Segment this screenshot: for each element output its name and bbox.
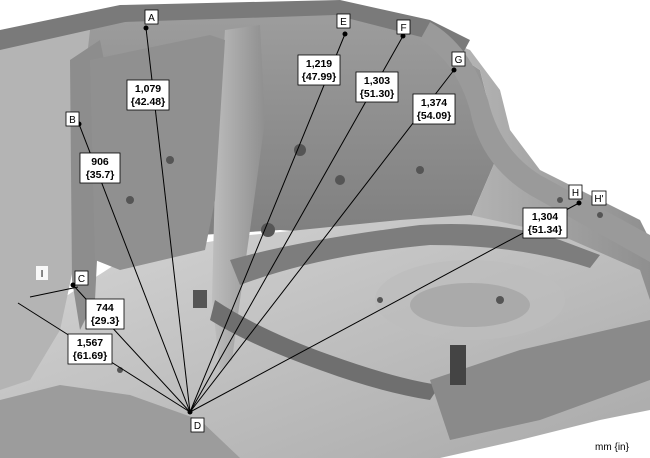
svg-text:D: D: [194, 421, 201, 432]
point-A-dot: [143, 25, 149, 31]
dimension-G-D: 1,374 {54.09}: [412, 93, 456, 125]
point-label-D: D: [190, 417, 205, 433]
svg-text:1,374: 1,374: [421, 97, 447, 109]
point-labels: A B C D E F G H: [36, 9, 607, 433]
rear-floor-rail: [210, 300, 440, 400]
svg-text:{35.7}: {35.7}: [86, 169, 115, 181]
svg-text:{54.09}: {54.09}: [417, 110, 451, 122]
svg-text:I: I: [41, 269, 44, 280]
dimension-E-D: 1,219 {47.99}: [297, 54, 341, 86]
point-label-A: A: [144, 9, 159, 25]
svg-text:{47.99}: {47.99}: [302, 71, 336, 83]
point-D-dot: [187, 409, 193, 415]
right-side-rail: [420, 22, 650, 262]
point-G-dot: [451, 67, 457, 73]
svg-text:B: B: [69, 115, 76, 126]
svg-text:E: E: [340, 17, 347, 28]
svg-text:1,079: 1,079: [135, 83, 161, 95]
units-note: mm {in}: [595, 442, 630, 453]
point-label-H-prime: H': [591, 190, 607, 206]
center-pillar: [212, 25, 265, 370]
svg-text:1,303: 1,303: [364, 75, 390, 87]
point-C-dot: [70, 282, 76, 288]
point-label-C: C: [74, 270, 89, 286]
front-floor-edge: [0, 385, 240, 458]
point-label-H: H: [568, 184, 583, 200]
line-G-D: [189, 69, 455, 413]
svg-text:1,304: 1,304: [532, 211, 558, 223]
svg-text:H: H: [572, 188, 579, 199]
point-label-B: B: [65, 111, 80, 127]
dimension-H-D: 1,304 {51.34}: [522, 207, 568, 239]
svg-text:1,567: 1,567: [77, 337, 103, 349]
svg-text:{61.69}: {61.69}: [73, 350, 107, 362]
point-label-G: G: [451, 51, 466, 67]
svg-text:A: A: [148, 13, 155, 24]
partition-panel: [90, 35, 225, 270]
dimension-labels: 1,079 {42.48} 906 {35.7} 744 {29.3} 1,56…: [67, 54, 568, 365]
dimension-A-D: 1,079 {42.48}: [126, 79, 170, 111]
point-label-I: I: [36, 266, 48, 280]
point-H-dot: [576, 200, 582, 206]
floor-bracket-small: [193, 290, 207, 308]
svg-text:H': H': [594, 194, 603, 205]
dimension-B-D: 906 {35.7}: [79, 152, 121, 184]
floor-crossmember: [230, 224, 600, 285]
floor-recess-inner: [410, 283, 530, 327]
roof-rail: [0, 0, 470, 55]
line-H-D: [189, 202, 580, 413]
svg-text:{51.34}: {51.34}: [528, 224, 562, 236]
svg-text:744: 744: [96, 302, 114, 314]
line-I-upper: [29, 286, 79, 298]
line-E-D: [189, 33, 346, 413]
svg-text:C: C: [78, 274, 85, 285]
point-label-F: F: [396, 19, 411, 35]
floor-bracket: [450, 345, 466, 385]
dimension-I-D: 1,567 {61.69}: [67, 333, 113, 365]
point-E-dot: [342, 31, 348, 37]
svg-text:F: F: [400, 23, 406, 34]
svg-text:{29.3}: {29.3}: [91, 315, 120, 327]
svg-text:{42.48}: {42.48}: [131, 96, 165, 108]
dimension-F-D: 1,303 {51.30}: [355, 71, 399, 103]
svg-text:G: G: [455, 55, 463, 66]
rear-bumper-beam: [430, 320, 650, 440]
dimension-C-D: 744 {29.3}: [85, 298, 125, 330]
svg-text:906: 906: [91, 156, 109, 168]
point-F-dot: [400, 33, 406, 39]
svg-text:{51.30}: {51.30}: [360, 88, 394, 100]
point-label-E: E: [336, 13, 351, 29]
svg-text:1,219: 1,219: [306, 58, 332, 70]
